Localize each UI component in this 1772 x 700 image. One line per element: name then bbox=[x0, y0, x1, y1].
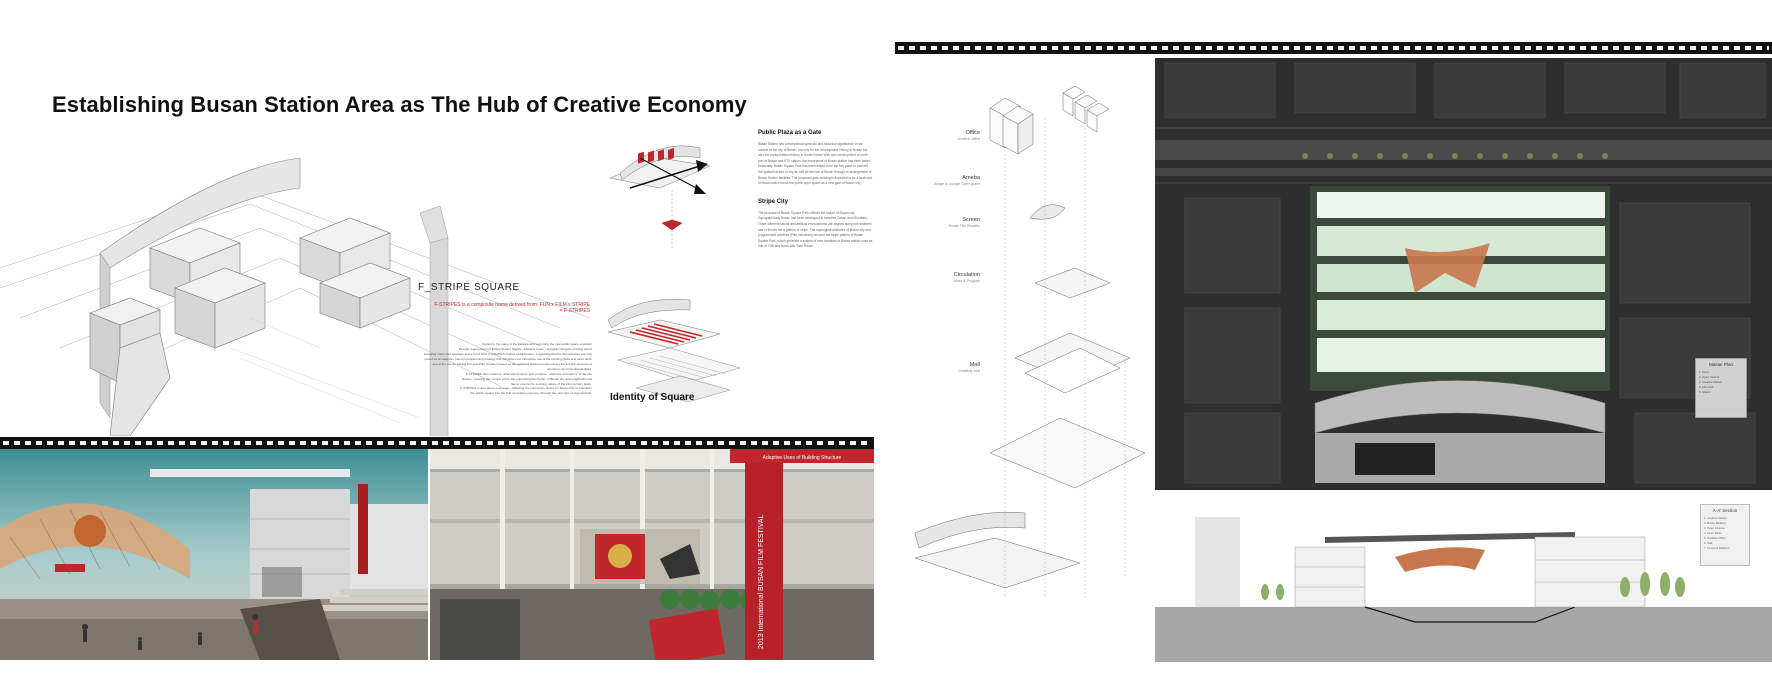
site-plan-legend: Master Plan 1. Plaza 2. Open Cinema 3. C… bbox=[1695, 358, 1747, 418]
body-line: F-STRIPES also means to 'alternate funct… bbox=[465, 371, 592, 376]
layer-label-ameba: Ameba Bridge & Lounge Open space bbox=[900, 175, 980, 186]
layer-label-office: Office Creative Office bbox=[900, 130, 980, 141]
axonometric-site-drawing bbox=[0, 157, 590, 436]
layer-label-mall: Mall Creativity Mall bbox=[900, 362, 980, 373]
legend-item: 1. Creative Market bbox=[1704, 516, 1727, 520]
layer-name: Circulation bbox=[953, 272, 980, 278]
film-strip-bottom bbox=[0, 437, 874, 449]
layer-name: Mall bbox=[969, 362, 980, 368]
site-plan-image: Master Plan 1. Plaza 2. Open Cinema 3. C… bbox=[1155, 58, 1772, 490]
legend-title: A-A' Section bbox=[1712, 508, 1738, 513]
stripe-square-body: Implied in the name is the balance and '… bbox=[330, 342, 592, 396]
render-vertical-text: 2013 International BUSAN FILM FESTIVAL bbox=[758, 514, 765, 649]
body-line: has to ensure the evolving nature of the… bbox=[510, 381, 592, 386]
layer-name: Ameba bbox=[962, 175, 980, 181]
legend-item: 3. Open Cinema bbox=[1704, 526, 1725, 531]
body-line: F-STRIPES is also about exchange - refle… bbox=[460, 386, 592, 391]
section-drawing: A-A' Section 1. Creative Market 2. Busan… bbox=[1155, 492, 1772, 662]
layer-subtitle: Bridge & Lounge Open space bbox=[934, 182, 980, 186]
film-strip-top bbox=[895, 42, 1772, 54]
legend-item: 4. Open Plaza bbox=[1704, 531, 1722, 536]
legend-item: 7. Tunnel & Platform bbox=[1704, 546, 1730, 551]
definition-line: F-STRIPES is a composite name derived fr… bbox=[434, 302, 590, 308]
plaza-render-image bbox=[0, 449, 428, 660]
identity-of-square-label: Identity of Square bbox=[610, 392, 695, 403]
body-line: through regeneration of Busan Station Sq… bbox=[458, 346, 592, 351]
concept-text-column: Public Plaza as a Gate Busan Station has… bbox=[758, 130, 873, 262]
layer-label-screen: Screen Busan Film Reaplex bbox=[900, 217, 980, 228]
adaptive-use-render-image: Adaptive Uses of Building Structure 2013… bbox=[430, 449, 874, 660]
layer-name: Screen bbox=[962, 217, 980, 223]
legend-item: 3. Creative Market bbox=[1699, 380, 1722, 385]
legend-item: 2. Open Cinema bbox=[1699, 375, 1720, 380]
layer-subtitle: Stairs & Program bbox=[953, 279, 980, 283]
stripe-square-heading: F_STRIPE SQUARE bbox=[418, 282, 520, 293]
stripe-city-body: The proposal of Busan Square Park reflec… bbox=[758, 210, 873, 249]
stripe-city-heading: Stripe City bbox=[758, 198, 789, 205]
body-line: Implied in the name is the balance and '… bbox=[481, 342, 592, 346]
exploded-program-diagram bbox=[914, 85, 1146, 598]
section-legend: A-A' Section 1. Creative Market 2. Busan… bbox=[1700, 504, 1750, 566]
public-plaza-body: Busan Station has a exceptional symbolic… bbox=[758, 142, 873, 186]
legend-title: Master Plan bbox=[1708, 362, 1733, 367]
body-line: (Busan, meaning the context of the site … bbox=[461, 376, 592, 381]
public-plaza-heading: Public Plaza as a Gate bbox=[758, 130, 822, 136]
legend-item: 4. Film Hall bbox=[1699, 385, 1713, 390]
body-line: this public square into the hub of creat… bbox=[470, 391, 592, 396]
render-banner-text: Adaptive Uses of Building Structure bbox=[763, 455, 842, 461]
legend-item: 5. Creative Office bbox=[1704, 536, 1726, 541]
legend-item: 2. Busan Building bbox=[1704, 521, 1726, 526]
legend-item: 6. Mall bbox=[1704, 541, 1713, 546]
layer-subtitle: Busan Film Reaplex bbox=[948, 224, 980, 228]
layer-subtitle: Creativity Mall bbox=[958, 369, 980, 373]
layer-label-circulation: Circulation Stairs & Program bbox=[900, 272, 980, 283]
square-identity-diagram bbox=[607, 298, 741, 402]
site-plan-drawing bbox=[1155, 58, 1772, 490]
definition-line: = F-STRIPES bbox=[559, 307, 590, 314]
layer-name: Office bbox=[965, 130, 980, 136]
stripe-square-definition: F-STRIPES is a composite name derived fr… bbox=[420, 302, 590, 315]
legend-item: 5. Station bbox=[1699, 390, 1711, 395]
layer-subtitle: Creative Office bbox=[956, 137, 980, 141]
body-line: posed as an adaptive (reuse) programming… bbox=[424, 356, 593, 361]
gate-concept-diagram bbox=[609, 145, 711, 248]
legend-item: 1. Plaza bbox=[1699, 370, 1710, 374]
body-line: including mains film activities and a lo… bbox=[424, 351, 592, 356]
body-line: ties at the site for having Fun and Film… bbox=[432, 361, 592, 366]
section-drawing-svg bbox=[1155, 492, 1772, 662]
body-line: structures as conventional plaza. bbox=[546, 366, 592, 371]
page-title: Establishing Busan Station Area as The H… bbox=[52, 92, 747, 117]
